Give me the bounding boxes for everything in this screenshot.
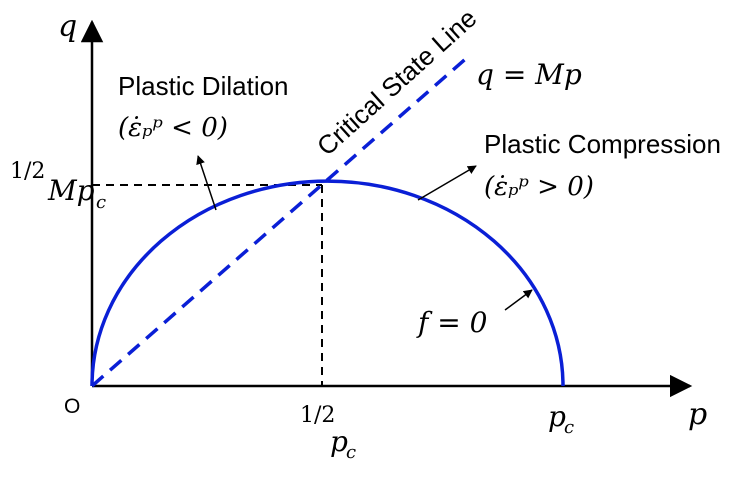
dilation-leader-arrow [196,155,217,211]
y-axis-label: q [58,9,77,44]
svg-text:c: c [96,192,106,213]
compression-leader-arrow [417,165,477,201]
svg-text:c: c [346,442,356,463]
svg-text:Mp: Mp [47,174,95,207]
critical-state-line [90,53,472,388]
compression-condition: (ε̇ₚᵖ > 0) [484,172,594,202]
origin-label: O [64,395,80,418]
svg-text:p: p [548,400,566,433]
dilation-condition: (ε̇ₚᵖ < 0) [118,113,228,143]
y-tick-half-mpc: 1/2 Mp c [10,159,106,213]
yield-surface-curve [90,179,565,387]
x-tick-pc: p c [548,400,574,438]
yield-surface-label: f = 0 [416,306,487,339]
dilation-title: Plastic Dilation [118,71,289,101]
svg-text:1/2: 1/2 [300,403,335,428]
csl-equation: q = Mp [476,58,582,91]
svg-text:p: p [330,425,348,458]
x-axis-label: p [688,397,707,432]
svg-text:1/2: 1/2 [10,159,45,184]
svg-text:c: c [564,417,574,438]
compression-title: Plastic Compression [484,129,721,159]
critical-state-line-label: Critical State Line [311,3,483,162]
x-tick-half-pc: 1/2 p c [300,403,356,463]
yield-label-leader-arrow [504,289,533,311]
